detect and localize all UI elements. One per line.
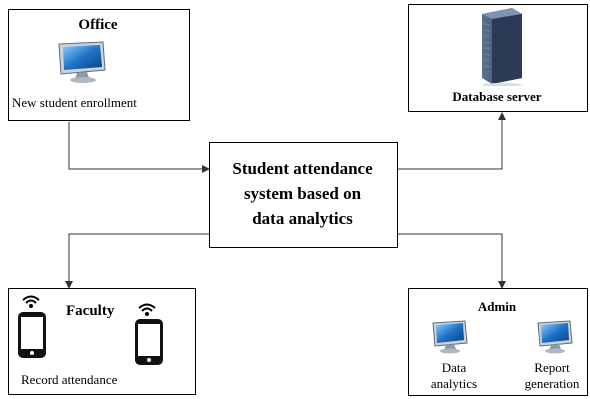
faculty-title: Faculty	[66, 303, 115, 319]
server-icon	[482, 8, 522, 86]
center-database-arrow	[391, 112, 506, 173]
database-title: Database server	[452, 89, 542, 104]
center-line2: system based on	[243, 184, 362, 203]
center-line3: data analytics	[252, 209, 353, 228]
admin-report-generation-line1: Report	[534, 360, 570, 375]
admin-report-generation-line2: generation	[524, 376, 580, 391]
office-to-center-arrow	[68, 122, 210, 173]
wifi-icon	[22, 295, 40, 308]
faculty-caption: Record attendance	[21, 372, 118, 387]
tablet-icon	[135, 319, 163, 365]
tablet-icon	[18, 312, 46, 358]
monitor-icon	[432, 320, 468, 354]
office-box: Office New student enrollment	[8, 9, 190, 121]
center-faculty-arrow	[65, 230, 216, 289]
office-title: Office	[78, 17, 118, 33]
admin-title: Admin	[477, 299, 517, 314]
monitor-icon	[58, 41, 106, 83]
monitor-icon	[537, 320, 573, 354]
faculty-box: Faculty Record attendance	[8, 288, 196, 395]
center-admin-arrow	[391, 230, 506, 289]
center-box: Student attendance system based on data …	[209, 142, 398, 248]
wifi-icon	[138, 303, 156, 316]
admin-data-analytics-line1: Data	[441, 360, 467, 375]
database-box: Database server	[408, 4, 588, 112]
office-caption: New student enrollment	[12, 95, 137, 110]
admin-box: Admin Data analytics Rep	[408, 288, 588, 396]
admin-data-analytics-line2: analytics	[430, 376, 478, 391]
center-line1: Student attendance	[232, 159, 373, 178]
